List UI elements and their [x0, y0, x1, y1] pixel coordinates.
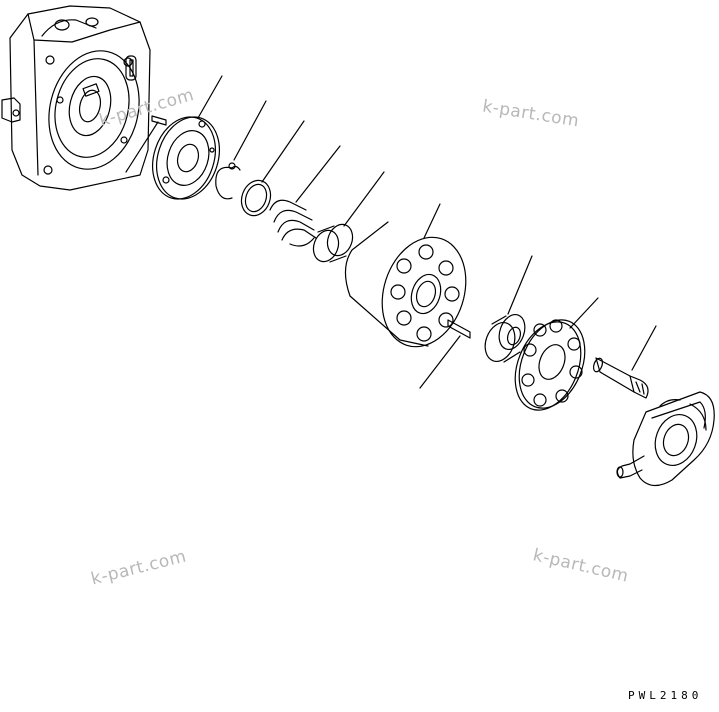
snap-ring — [215, 100, 267, 200]
spherical-bushing — [484, 255, 533, 363]
cylinder-pin — [419, 319, 471, 389]
dowel-pin — [125, 115, 167, 173]
drawing-code: PWL2180 — [628, 689, 703, 702]
retainer-plate — [514, 297, 599, 411]
cylinder-block — [344, 203, 467, 348]
piston — [592, 325, 657, 399]
swash-plate — [616, 391, 715, 487]
motor-housing — [1, 5, 151, 191]
spacer-ring — [240, 120, 305, 217]
spring-set — [269, 145, 341, 247]
collar — [312, 171, 385, 263]
valve-plate — [152, 75, 223, 200]
